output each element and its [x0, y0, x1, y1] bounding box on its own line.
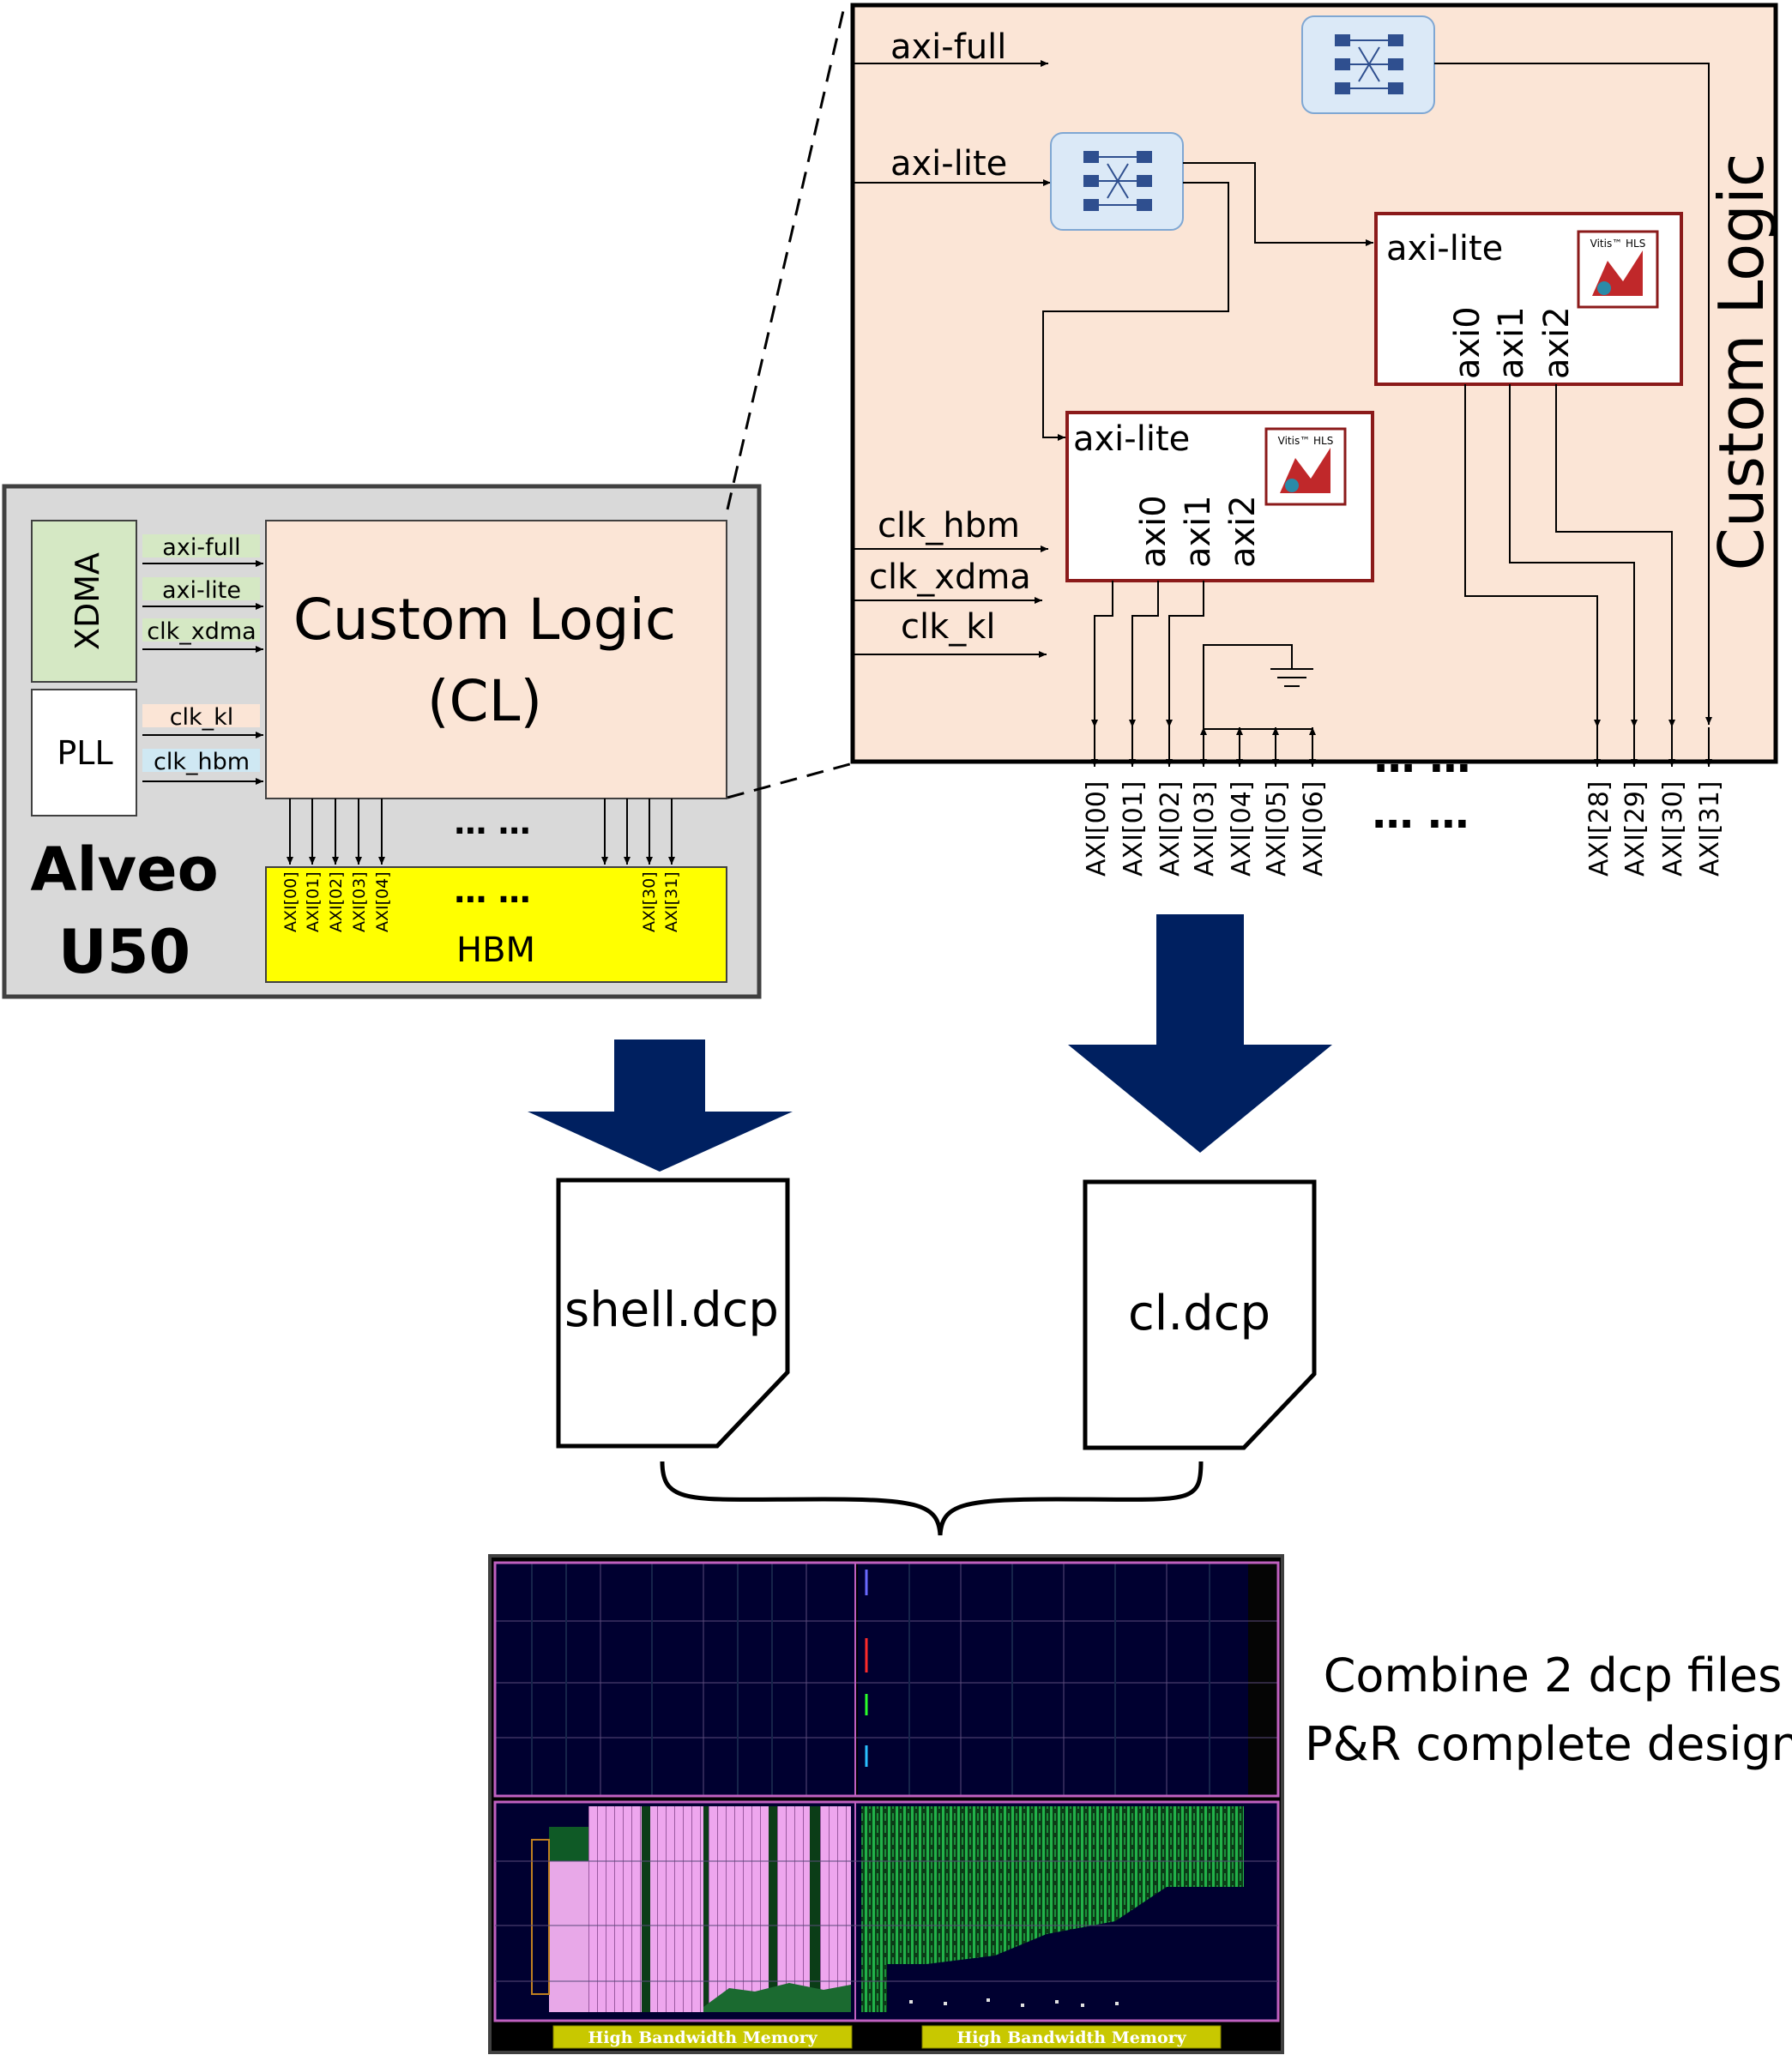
cl-output-axi04: AXI[04]: [1227, 780, 1257, 877]
cl-output-axi29: AXI[29]: [1620, 780, 1650, 877]
cl-output-axi30: AXI[30]: [1658, 780, 1688, 877]
hbm-port-00: AXI[00]: [281, 871, 300, 932]
zoom-connector-lines: [726, 3, 854, 799]
result-caption-line2: P&R complete design: [1305, 1717, 1792, 1771]
kernel-a-port-in: axi-lite: [1073, 419, 1190, 459]
board-signal-axi-lite: axi-lite: [162, 577, 241, 604]
board-ellipsis-upper: … …: [454, 804, 530, 841]
custom-logic-detail: Custom Logic axi-full axi-lite clk_hbm c…: [850, 3, 1778, 764]
cl-output-axi31: AXI[31]: [1695, 780, 1725, 877]
cl-output-axi03: AXI[03]: [1190, 780, 1220, 877]
board-title-line1: Alveo: [30, 835, 218, 905]
cl-dcp-file-icon: cl.dcp: [1083, 1179, 1317, 1450]
board-signal-clk-kl: clk_kl: [170, 704, 234, 731]
svg-text:Vitis™ HLS: Vitis™ HLS: [1590, 238, 1646, 250]
hbm-port-02: AXI[02]: [327, 871, 346, 932]
board-signal-axi-full: axi-full: [162, 534, 240, 561]
hbm-port-03: AXI[03]: [350, 871, 369, 932]
floorplan-hbm-label-left: High Bandwidth Memory: [588, 2028, 818, 2047]
hbm-label: HBM: [456, 931, 535, 970]
svg-text:Vitis™ HLS: Vitis™ HLS: [1278, 435, 1334, 447]
hbm-port-30: AXI[30]: [640, 871, 659, 932]
floorplan-hbm-label-right: High Bandwidth Memory: [956, 2028, 1186, 2047]
shell-dcp-label: shell.dcp: [564, 1282, 779, 1338]
cl-input-clk-xdma: clk_xdma: [869, 557, 1031, 597]
hbm-port-31: AXI[31]: [662, 871, 681, 932]
hls-kernel-b: axi-lite axi0 axi1 axi2 Vitis™ HLS: [1374, 212, 1683, 386]
ground-icon: [1203, 644, 1313, 730]
board-cl-title: Custom Logic: [293, 587, 676, 653]
hls-kernel-a: axi-lite axi0 axi1 axi2 Vitis™ HLS: [1065, 411, 1374, 582]
hbm-ellipsis: … …: [454, 872, 530, 910]
cl-output-axi02: AXI[02]: [1155, 780, 1186, 877]
pll-label: PLL: [57, 734, 112, 772]
kernel-b-port-axi2: axi2: [1537, 306, 1577, 379]
kernel-b-port-in: axi-lite: [1386, 229, 1503, 268]
cl-output-axi28: AXI[28]: [1584, 780, 1614, 877]
vitis-hls-logo-icon: Vitis™ HLS: [1577, 230, 1659, 309]
board-signal-clk-xdma: clk_xdma: [147, 618, 256, 645]
cl-output-axi01: AXI[01]: [1119, 780, 1149, 877]
cl-input-clk-kl: clk_kl: [901, 607, 996, 647]
down-arrow-icon: [528, 1040, 793, 1172]
board-title-line2: U50: [58, 917, 190, 987]
alveo-board: XDMA PLL axi-full axi-lite clk_xdma clk_…: [2, 484, 762, 999]
xdma-block: [31, 520, 137, 683]
kernel-a-port-axi1: axi1: [1179, 495, 1218, 568]
cl-output-axi05: AXI[05]: [1262, 780, 1292, 877]
cl-input-clk-hbm: clk_hbm: [878, 506, 1020, 545]
kernel-a-port-axi2: axi2: [1223, 495, 1263, 568]
floorplan-view: High Bandwidth Memory High Bandwidth Mem…: [488, 1554, 1284, 2054]
axi-full-switch-icon: [1301, 15, 1435, 114]
cl-output-axi06: AXI[06]: [1299, 780, 1329, 877]
board-custom-logic-block: [265, 520, 727, 799]
shell-dcp-file-icon: shell.dcp: [556, 1178, 790, 1449]
kernel-b-port-axi0: axi0: [1448, 306, 1487, 379]
cl-output-ellipsis-lower: … …: [1373, 790, 1469, 838]
kernel-a-port-axi0: axi0: [1134, 495, 1174, 568]
cl-output-ellipsis-upper: … …: [1374, 734, 1471, 782]
result-caption-line1: Combine 2 dcp files: [1324, 1648, 1783, 1702]
hbm-block: [265, 866, 727, 983]
hbm-port-04: AXI[04]: [373, 871, 392, 932]
board-cl-subtitle: (CL): [427, 668, 542, 734]
xdma-label: XDMA: [69, 552, 106, 650]
down-arrow-icon: [1068, 914, 1332, 1153]
board-signal-clk-hbm: clk_hbm: [154, 749, 250, 775]
cl-dcp-label: cl.dcp: [1128, 1286, 1270, 1341]
kernel-b-port-axi1: axi1: [1492, 306, 1531, 379]
cl-input-axi-full: axi-full: [890, 27, 1006, 67]
shell-placement-region: [588, 1806, 851, 2012]
vitis-hls-logo-icon: Vitis™ HLS: [1264, 427, 1347, 506]
pll-block: [31, 689, 137, 817]
hbm-port-01: AXI[01]: [304, 871, 323, 932]
cl-input-axi-lite: axi-lite: [890, 144, 1007, 184]
axi-lite-switch-icon: [1050, 132, 1184, 231]
custom-logic-title: Custom Logic: [1705, 154, 1777, 571]
merge-brace: [660, 1461, 1204, 1536]
cl-output-axi00: AXI[00]: [1082, 780, 1112, 877]
